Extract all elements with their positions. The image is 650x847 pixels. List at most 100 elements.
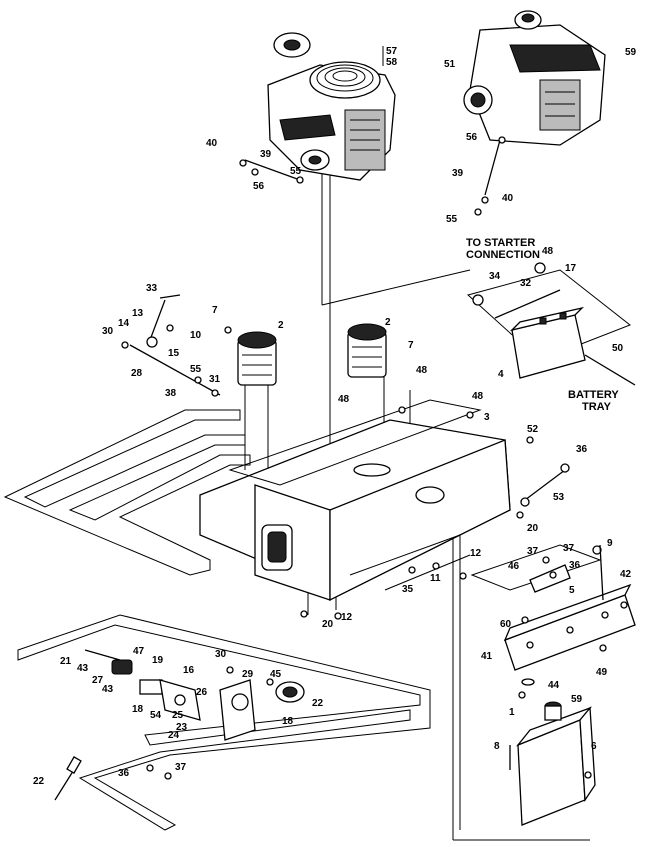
callout-11: 11 bbox=[430, 573, 441, 584]
callout-9: 9 bbox=[607, 538, 613, 549]
callout-47: 47 bbox=[133, 646, 145, 657]
note-to-starter: TO STARTER bbox=[466, 237, 535, 249]
control-plate bbox=[503, 583, 636, 671]
pivot-bracket bbox=[516, 436, 570, 519]
callout-40: 40 bbox=[206, 138, 218, 149]
callout-37: 37 bbox=[175, 762, 187, 773]
callout-13: 13 bbox=[132, 308, 144, 319]
note-connection: CONNECTION bbox=[466, 249, 540, 261]
callout-44: 44 bbox=[548, 680, 560, 691]
callout-12: 12 bbox=[341, 612, 353, 623]
callout-49: 49 bbox=[596, 667, 608, 678]
callout-30: 30 bbox=[102, 326, 114, 337]
callout-20: 20 bbox=[527, 523, 539, 534]
callout-7: 7 bbox=[408, 340, 414, 351]
callout-48: 48 bbox=[416, 365, 428, 376]
callout-20: 20 bbox=[322, 619, 334, 630]
callout-21: 21 bbox=[60, 656, 72, 667]
callout-37: 37 bbox=[563, 543, 575, 554]
callout-56: 56 bbox=[466, 132, 478, 143]
callout-55: 55 bbox=[290, 166, 302, 177]
callout-53: 53 bbox=[553, 492, 565, 503]
callout-17: 17 bbox=[565, 263, 577, 274]
callout-52: 52 bbox=[527, 424, 539, 435]
callout-48: 48 bbox=[338, 394, 350, 405]
lever-bracket bbox=[529, 544, 604, 601]
callout-12: 12 bbox=[470, 548, 482, 559]
callout-labels: 57 58 40 39 56 55 51 59 56 39 55 40 TO S… bbox=[33, 46, 637, 787]
callout-18: 18 bbox=[132, 704, 144, 715]
engine-right bbox=[463, 10, 606, 146]
callout-58: 58 bbox=[386, 57, 398, 68]
callout-36: 36 bbox=[576, 444, 588, 455]
callout-34: 34 bbox=[489, 271, 501, 282]
callout-8: 8 bbox=[494, 741, 500, 752]
pump-left bbox=[237, 331, 277, 386]
callout-43: 43 bbox=[102, 684, 114, 695]
pump-right bbox=[347, 323, 387, 378]
main-frame bbox=[199, 399, 511, 602]
callout-54: 54 bbox=[150, 710, 162, 721]
callout-55: 55 bbox=[190, 364, 202, 375]
callout-51: 51 bbox=[444, 59, 456, 70]
engine-left bbox=[267, 32, 396, 181]
callout-6: 6 bbox=[591, 741, 597, 752]
callout-18: 18 bbox=[282, 716, 294, 727]
callout-22: 22 bbox=[312, 698, 324, 709]
callout-27: 27 bbox=[92, 675, 104, 686]
fuel-tank bbox=[509, 678, 596, 826]
callout-48: 48 bbox=[542, 246, 554, 257]
callout-2: 2 bbox=[278, 320, 284, 331]
callout-37: 37 bbox=[527, 546, 539, 557]
callout-42: 42 bbox=[620, 569, 632, 580]
callout-39: 39 bbox=[260, 149, 272, 160]
throttle-linkage bbox=[239, 136, 506, 216]
callout-1: 1 bbox=[509, 707, 515, 718]
callout-35: 35 bbox=[402, 584, 414, 595]
callout-28: 28 bbox=[131, 368, 143, 379]
callout-23: 23 bbox=[176, 722, 188, 733]
callout-16: 16 bbox=[183, 665, 195, 676]
callout-45: 45 bbox=[270, 669, 282, 680]
callout-57: 57 bbox=[386, 46, 398, 57]
callout-5: 5 bbox=[569, 585, 575, 596]
steering-rod bbox=[121, 294, 221, 397]
callout-25: 25 bbox=[172, 710, 184, 721]
callout-26: 26 bbox=[196, 687, 208, 698]
callout-14: 14 bbox=[118, 318, 130, 329]
note-battery: BATTERY bbox=[568, 389, 619, 401]
battery bbox=[494, 289, 636, 386]
callout-46: 46 bbox=[508, 561, 520, 572]
callout-59: 59 bbox=[571, 694, 583, 705]
callout-22: 22 bbox=[33, 776, 45, 787]
callout-24: 24 bbox=[168, 730, 180, 741]
callout-39: 39 bbox=[452, 168, 464, 179]
throttle-control bbox=[54, 649, 305, 801]
callout-7: 7 bbox=[212, 305, 218, 316]
callout-38: 38 bbox=[165, 388, 177, 399]
callout-29: 29 bbox=[242, 669, 254, 680]
note-tray: TRAY bbox=[582, 401, 612, 413]
callout-3: 3 bbox=[484, 412, 490, 423]
callout-36: 36 bbox=[118, 768, 130, 779]
callout-4: 4 bbox=[498, 369, 504, 380]
callout-33: 33 bbox=[146, 283, 158, 294]
callout-43: 43 bbox=[77, 663, 89, 674]
callout-59: 59 bbox=[625, 47, 637, 58]
callout-40: 40 bbox=[502, 193, 514, 204]
callout-60: 60 bbox=[500, 619, 512, 630]
callout-56: 56 bbox=[253, 181, 265, 192]
callout-15: 15 bbox=[168, 348, 180, 359]
hardware-dots bbox=[224, 262, 628, 779]
callout-30: 30 bbox=[215, 649, 227, 660]
callout-41: 41 bbox=[481, 651, 493, 662]
callout-31: 31 bbox=[209, 374, 221, 385]
callout-2: 2 bbox=[385, 317, 391, 328]
callout-19: 19 bbox=[152, 655, 164, 666]
callout-55: 55 bbox=[446, 214, 458, 225]
callout-10: 10 bbox=[190, 330, 202, 341]
callout-50: 50 bbox=[612, 343, 624, 354]
callout-36: 36 bbox=[569, 560, 581, 571]
